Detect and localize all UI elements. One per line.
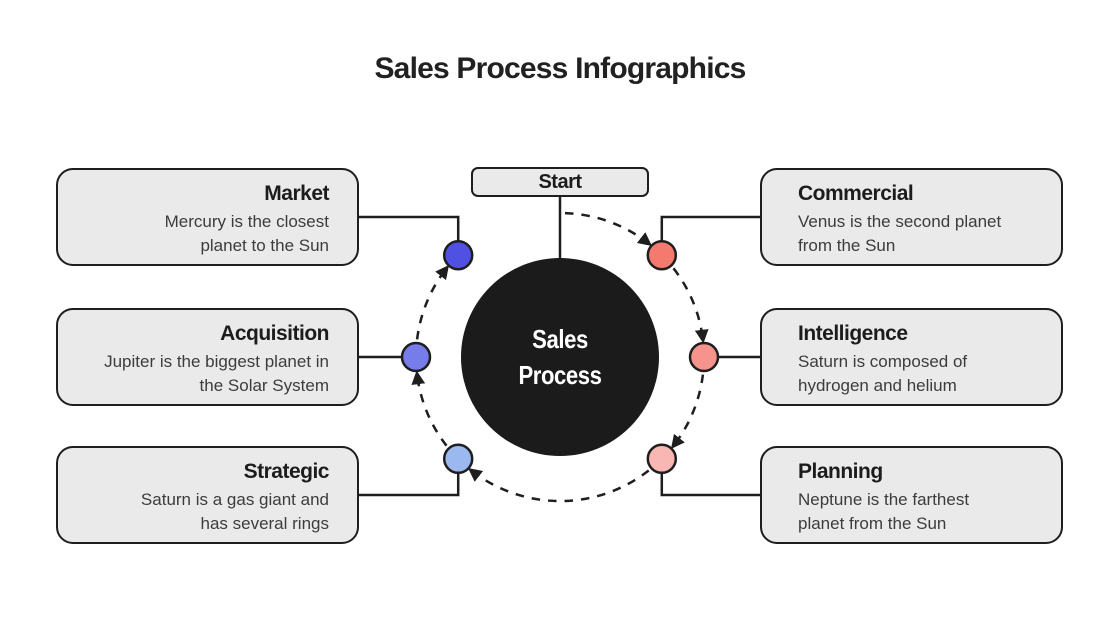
- start-label: Start: [538, 170, 582, 193]
- step-card-planning: Planning Neptune is the farthest planet …: [760, 446, 1063, 544]
- step-description: Mercury is the closest planet to the Sun: [164, 212, 329, 255]
- page-title: Sales Process Infographics: [374, 52, 746, 85]
- connector-strategic: [358, 458, 460, 497]
- dot-intelligence: [688, 341, 720, 373]
- center-circle: [461, 258, 659, 456]
- step-card-acquisition: Acquisition Jupiter is the biggest plane…: [56, 308, 359, 406]
- connector-commercial: [660, 215, 762, 256]
- step-description: Venus is the second planet from the Sun: [798, 212, 1002, 255]
- dot-commercial: [646, 239, 678, 271]
- step-description: Neptune is the farthest planet from the …: [798, 490, 970, 533]
- flow-arc-strategic-to-acquisition: [411, 370, 448, 447]
- step-description: Saturn is a gas giant and has several ri…: [140, 490, 329, 533]
- step-card-commercial: Commercial Venus is the second planet fr…: [760, 168, 1063, 266]
- flow-arc-start-to-commercial: [564, 211, 652, 247]
- connector-market: [358, 215, 460, 256]
- dot-planning: [646, 443, 678, 475]
- dot-market: [442, 239, 474, 271]
- flow-arc-commercial-to-intelligence: [672, 267, 709, 344]
- step-title: Strategic: [243, 460, 330, 483]
- center-label-line2: Process: [518, 360, 602, 391]
- flow-arc-intelligence-to-planning: [670, 374, 705, 449]
- step-card-strategic: Strategic Saturn is a gas giant and has …: [56, 446, 359, 544]
- step-title: Planning: [798, 460, 883, 483]
- step-title: Market: [264, 182, 329, 205]
- step-description: Saturn is composed of hydrogen and heliu…: [798, 352, 968, 395]
- connector-planning: [660, 458, 762, 497]
- flow-arc-planning-to-strategic: [468, 467, 650, 503]
- start-box: Start: [471, 167, 649, 197]
- step-title: Intelligence: [798, 322, 908, 345]
- flow-arc-acquisition-to-market: [415, 265, 450, 340]
- step-title: Commercial: [798, 182, 914, 205]
- center-label-line1: Sales: [532, 324, 588, 354]
- step-description: Jupiter is the biggest planet in the Sol…: [104, 352, 329, 395]
- dot-acquisition: [400, 341, 432, 373]
- step-card-intelligence: Intelligence Saturn is composed of hydro…: [760, 308, 1063, 406]
- step-card-market: Market Mercury is the closest planet to …: [56, 168, 359, 266]
- step-title: Acquisition: [220, 322, 329, 345]
- dot-strategic: [442, 443, 474, 475]
- center-label: Sales Process: [475, 321, 645, 394]
